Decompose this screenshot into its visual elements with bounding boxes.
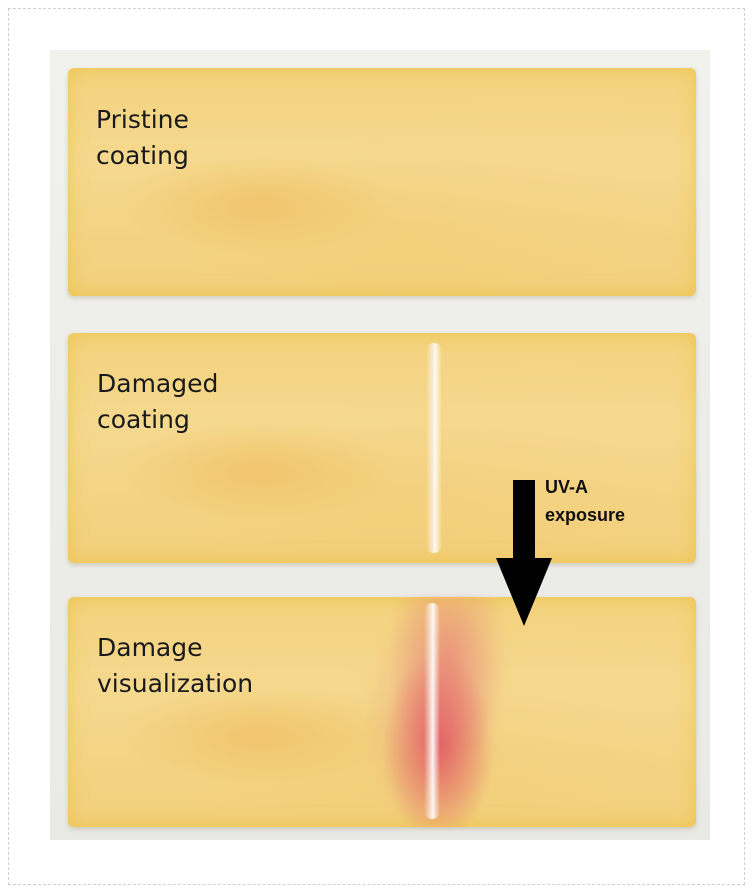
scratch-mark bbox=[426, 343, 442, 553]
label-line: Damage bbox=[97, 633, 203, 662]
label-line: Pristine bbox=[96, 105, 189, 134]
damage-visualization-label: Damage visualization bbox=[97, 630, 253, 702]
scratch-mark bbox=[424, 603, 440, 819]
label-line: exposure bbox=[545, 505, 626, 525]
damaged-coating-sample bbox=[68, 333, 696, 563]
pristine-coating-label: Pristine coating bbox=[96, 102, 189, 174]
uv-a-exposure-label: UV-A exposure bbox=[545, 473, 625, 529]
pristine-coating-sample bbox=[68, 68, 696, 296]
label-line: UV-A bbox=[545, 477, 589, 497]
label-line: coating bbox=[96, 141, 189, 170]
damaged-coating-label: Damaged coating bbox=[97, 366, 218, 438]
down-arrow-icon bbox=[496, 480, 552, 626]
figure-frame bbox=[8, 8, 745, 885]
label-line: coating bbox=[97, 405, 190, 434]
label-line: visualization bbox=[97, 669, 254, 698]
label-line: Damaged bbox=[97, 369, 219, 398]
damage-visualization-sample bbox=[68, 597, 696, 827]
